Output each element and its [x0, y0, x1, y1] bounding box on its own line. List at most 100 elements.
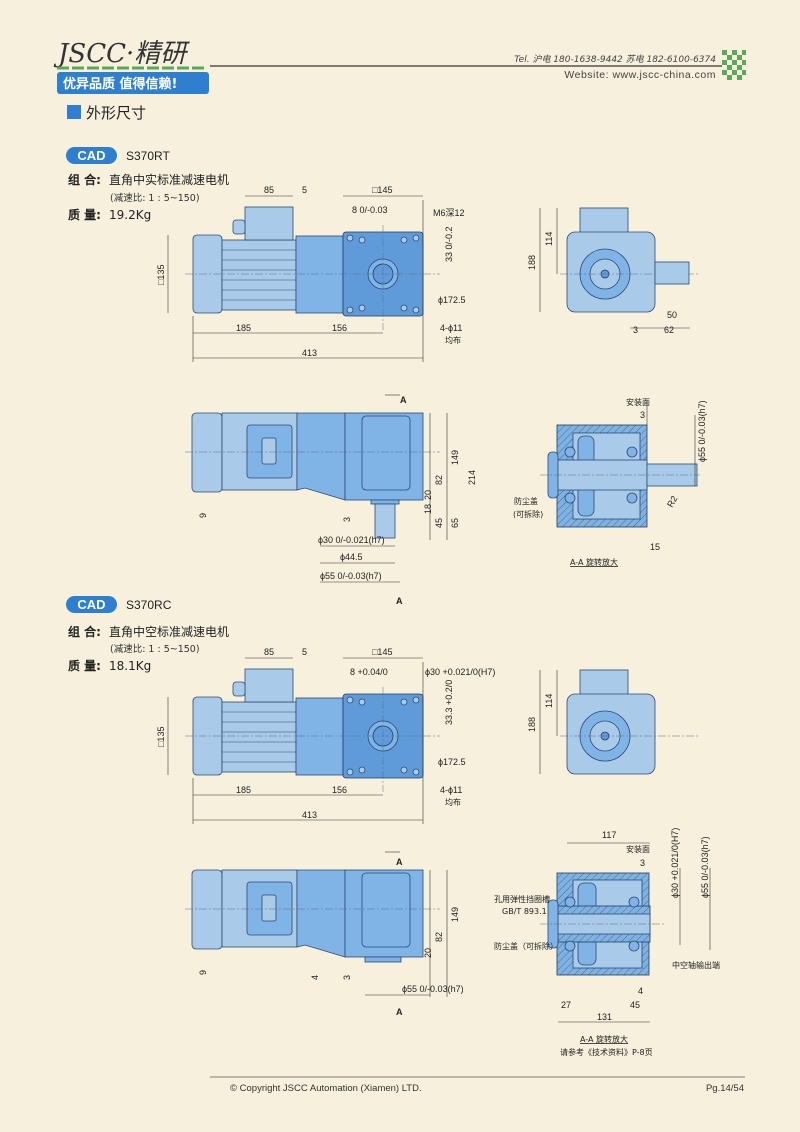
model-name: S370RT [126, 149, 170, 163]
dim-20: 20 [423, 490, 433, 500]
slogan-badge [57, 72, 209, 94]
slogan-text: 优异品质 值得信赖! [63, 76, 177, 92]
removable-label: (可拆除) [513, 509, 543, 519]
section-mark-a-top: A [400, 395, 407, 405]
dim-85: 85 [264, 185, 274, 195]
dim-62: 62 [664, 325, 674, 335]
mass-label: 质 量: [68, 207, 101, 222]
mass-value: 18.1Kg [109, 659, 151, 673]
cad-badge [66, 596, 117, 613]
product-s370rt: CAD S370RT 组 合: 直角中实标准减速电机 (减速比: 1 : 5~1… [66, 147, 707, 606]
dim-holes: 4-ϕ11 [440, 323, 462, 333]
dim-156: 156 [332, 323, 347, 333]
dim-4-section: 4 [638, 986, 643, 996]
brand-logo: JSCC·精研 [53, 39, 190, 69]
section-marker-icon [67, 105, 81, 119]
top-view-drawing [167, 195, 441, 363]
dim-33-3: 33.3 +0.2/0 [444, 680, 454, 725]
combo-label: 组 合: [68, 172, 101, 187]
dim-3-side: 3 [342, 517, 352, 522]
dust-cover-label: 防尘盖 [514, 496, 538, 506]
section-mark-a-bottom: A [396, 1007, 403, 1017]
model-name: S370RC [126, 598, 172, 612]
dim-spigot-55-section: ϕ55 0/-0.03(h7) [700, 836, 710, 898]
dim-3-section: 3 [640, 410, 645, 420]
website-link[interactable]: Website: www.jscc-china.com [564, 69, 716, 81]
end-view-drawing [539, 669, 701, 775]
dim-44-5: ϕ44.5 [340, 552, 363, 562]
combo-value: 直角中空标准减速电机 [109, 624, 229, 639]
dim-45: 45 [434, 518, 444, 528]
hollow-shaft-label: 中空轴输出端 [672, 960, 720, 970]
section-title: 外形尺寸 [86, 104, 146, 122]
dim-holes: 4-ϕ11 [440, 785, 462, 795]
dim-50: 50 [667, 310, 677, 320]
dim-413: 413 [302, 348, 317, 358]
dim-188: 188 [527, 255, 537, 270]
dim-82: 82 [434, 932, 444, 942]
dim-20: 20 [423, 948, 433, 958]
cad-badge [66, 147, 117, 164]
dim-thread: M6深12 [433, 208, 465, 218]
page-number: Pg.14/54 [706, 1083, 744, 1094]
dim-3-side: 3 [342, 975, 352, 980]
circlip-groove-label: 孔用弹性挡圈槽 [494, 894, 550, 904]
dim-bore-30-section: ϕ30 +0.021/0(H7) [670, 828, 680, 898]
dim-5: 5 [302, 647, 307, 657]
ratio-value: (减速比: 1 : 5~150) [110, 643, 200, 655]
top-view-drawing [167, 657, 441, 825]
dim-spigot-55-section: ϕ55 0/-0.03(h7) [697, 400, 707, 462]
dim-149: 149 [450, 450, 460, 465]
dim-key: 8 +0.04/0 [350, 667, 388, 677]
product-s370rc: CAD S370RC 组 合: 直角中空标准减速电机 (减速比: 1 : 5~1… [66, 596, 720, 1057]
dim-131: 131 [597, 1012, 612, 1022]
mass-label: 质 量: [68, 658, 101, 673]
section-view-drawing [540, 842, 711, 1023]
dim-pcd: ϕ172.5 [438, 757, 466, 767]
dim-413: 413 [302, 810, 317, 820]
reference-note: 请参考《技术资料》P-8页 [560, 1047, 653, 1057]
dim-185: 185 [236, 785, 251, 795]
hollow-shaft-collar [364, 956, 402, 963]
cad-badge-label: CAD [77, 148, 105, 163]
dim-33: 33 0/-0.2 [444, 226, 454, 262]
dim-4: 4 [310, 975, 320, 980]
end-view-drawing [539, 207, 701, 313]
dim-3: 3 [633, 325, 638, 335]
copyright: © Copyright JSCC Automation (Xiamen) LTD… [230, 1083, 422, 1094]
dim-even: 均布 [445, 797, 461, 807]
mount-face-label: 安装面 [626, 844, 650, 854]
header: JSCC·精研 优异品质 值得信赖! Tel. 沪电 180-1638-9442… [53, 39, 746, 94]
shaft-collar [370, 499, 400, 505]
dim-82: 82 [434, 475, 444, 485]
dim-65: 65 [450, 518, 460, 528]
dim-214: 214 [467, 470, 477, 485]
dim-188: 188 [527, 717, 537, 732]
section-view-drawing [540, 400, 700, 528]
combo-label: 组 合: [68, 624, 101, 639]
dim-spigot-55: ϕ55 0/-0.03(h7) [402, 984, 464, 994]
dim-even: 均布 [445, 335, 461, 345]
dim-185: 185 [236, 323, 251, 333]
dim-149: 149 [450, 907, 460, 922]
dim-15: 15 [650, 542, 660, 552]
section-caption: A-A 旋转放大 [570, 557, 618, 567]
dim-45: 45 [630, 1000, 640, 1010]
dim-5: 5 [302, 185, 307, 195]
dim-shaft-30: ϕ30 0/-0.021(h7) [318, 535, 385, 545]
mass-value: 19.2Kg [109, 208, 151, 222]
dim-9: 9 [198, 970, 208, 975]
output-shaft [654, 261, 690, 285]
section-mark-a-bottom: A [396, 596, 403, 606]
dim-18: 18 [423, 504, 433, 514]
side-view-drawing [184, 394, 448, 541]
dim-135: □135 [156, 265, 166, 285]
phone-numbers: Tel. 沪电 180-1638-9442 苏电 182-6100-6374 [514, 54, 716, 65]
ratio-value: (减速比: 1 : 5~150) [110, 192, 200, 204]
mount-face-label: 安装面 [626, 397, 650, 407]
dust-cover-label: 防尘盖（可拆除） [494, 941, 558, 951]
circlip-standard-label: GB/T 893.1 [502, 907, 547, 916]
combo-value: 直角中实标准减速电机 [109, 172, 229, 187]
section-mark-a-top: A [396, 857, 403, 867]
